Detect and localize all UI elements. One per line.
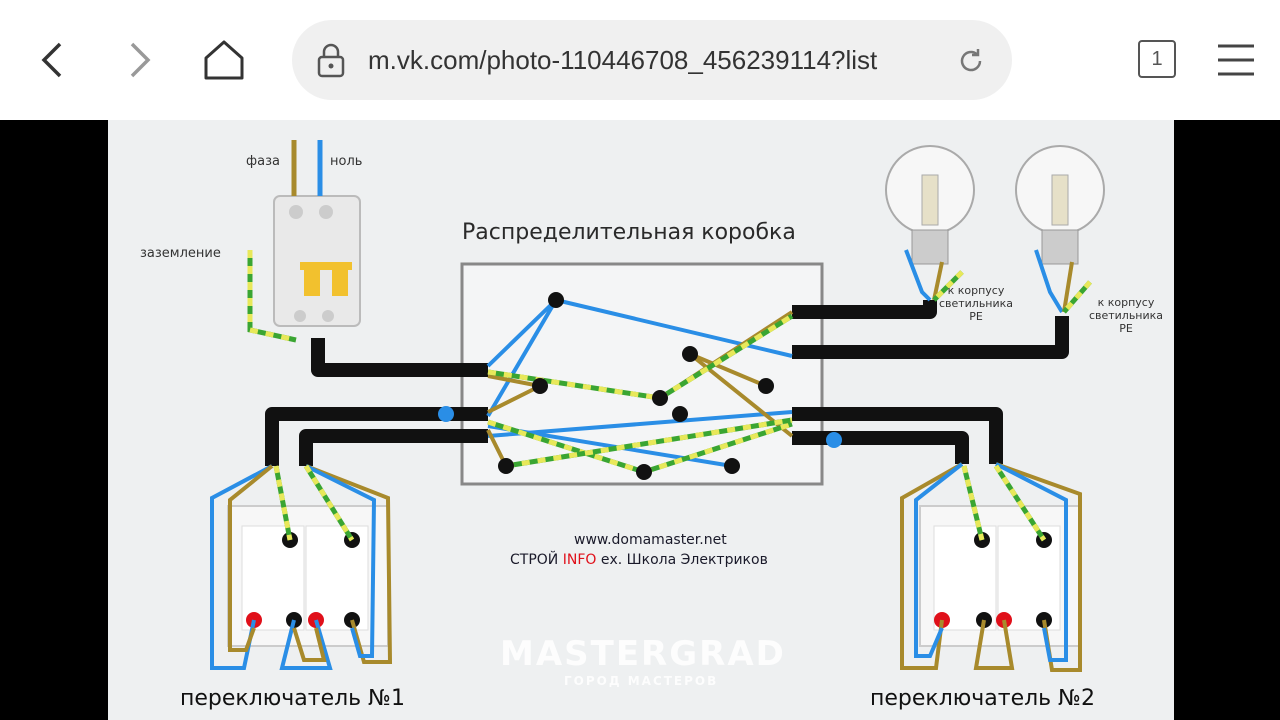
light-bulb-2 <box>1015 145 1105 265</box>
switch-1-graphic <box>227 505 389 647</box>
site-credit: www.domamaster.net <box>574 532 727 548</box>
circuit-breaker <box>273 195 361 327</box>
reload-icon[interactable] <box>956 46 986 76</box>
lamp2-pe-note: к корпусу светильника PE <box>1088 296 1164 335</box>
watermark-subtitle: ГОРОД МАСТЕРОВ <box>564 674 719 688</box>
lock-icon <box>317 43 345 78</box>
forward-button[interactable] <box>108 30 168 90</box>
neutral-label: ноль <box>330 154 363 169</box>
address-bar[interactable]: m.vk.com/photo-110446708_456239114?list <box>292 20 1012 100</box>
chevron-right-icon <box>130 42 151 78</box>
chevron-left-icon <box>41 42 62 78</box>
cables <box>265 300 1069 466</box>
phase-label: фаза <box>246 154 280 169</box>
browser-toolbar: m.vk.com/photo-110446708_456239114?list … <box>0 0 1280 120</box>
switch-1-label: переключатель №1 <box>180 686 406 711</box>
ground-label: заземление <box>140 246 221 261</box>
light-bulb-1 <box>885 145 975 265</box>
wiring-diagram-graphic <box>210 140 1105 672</box>
author-credit: СТРОЙ INFO ех. Школа Электриков <box>510 552 768 568</box>
switch-2-graphic <box>919 505 1081 647</box>
diagram-title: Распределительная коробка <box>462 220 796 245</box>
lamp1-pe-note: к корпусу светильника PE <box>938 284 1014 323</box>
home-icon <box>204 40 244 80</box>
watermark: MASTERGRAD <box>500 634 786 674</box>
junction-box <box>460 262 824 486</box>
url-text[interactable]: m.vk.com/photo-110446708_456239114?list <box>368 45 878 75</box>
hamburger-menu-icon[interactable] <box>1216 40 1256 80</box>
home-button[interactable] <box>194 30 254 90</box>
switch-2-label: переключатель №2 <box>870 686 1096 711</box>
tab-count-button[interactable]: 1 <box>1138 40 1176 78</box>
back-button[interactable] <box>24 30 84 90</box>
wiring-diagram-photo[interactable]: фаза ноль заземление Распределительная к… <box>108 120 1174 720</box>
